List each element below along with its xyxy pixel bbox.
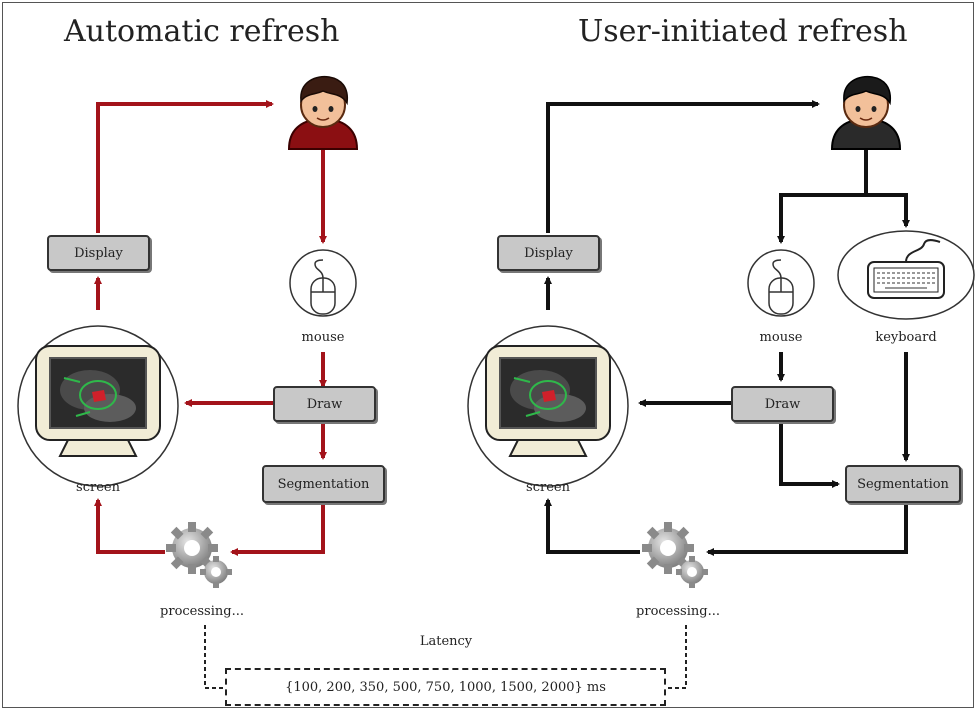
right-display-box: Display xyxy=(497,235,600,271)
left-draw-box: Draw xyxy=(273,386,376,422)
right-arrows xyxy=(544,100,910,556)
right-title: User-initiated refresh xyxy=(578,14,908,49)
mouse-left-icon xyxy=(289,249,357,317)
latency-values-box: {100, 200, 350, 500, 750, 1000, 1500, 20… xyxy=(225,668,666,706)
left-title: Automatic refresh xyxy=(64,14,340,49)
left-segmentation-box: Segmentation xyxy=(262,465,385,503)
processing-right-gears-icon xyxy=(642,522,708,588)
screen-right-icon xyxy=(467,325,629,487)
right-mouse-label: mouse xyxy=(759,330,803,345)
left-display-box: Display xyxy=(47,235,150,271)
latency-label: Latency xyxy=(419,634,473,649)
mouse-right-icon xyxy=(747,249,815,317)
left-mouse-label: mouse xyxy=(301,330,345,345)
processing-left-gears-icon xyxy=(166,522,232,588)
left-arrows xyxy=(94,100,327,556)
left-processing-label: processing... xyxy=(160,604,244,619)
left-screen-label: screen xyxy=(76,480,120,495)
right-draw-box: Draw xyxy=(731,386,834,422)
latency-connectors xyxy=(204,625,687,689)
right-keyboard-label: keyboard xyxy=(875,330,937,345)
right-segmentation-box: Segmentation xyxy=(845,465,961,503)
screen-left-icon xyxy=(17,325,179,487)
keyboard-right-icon xyxy=(837,230,975,320)
user-avatar-left-icon xyxy=(287,75,359,150)
right-screen-label: screen xyxy=(526,480,570,495)
user-avatar-right-icon xyxy=(830,75,902,150)
right-processing-label: processing... xyxy=(636,604,720,619)
